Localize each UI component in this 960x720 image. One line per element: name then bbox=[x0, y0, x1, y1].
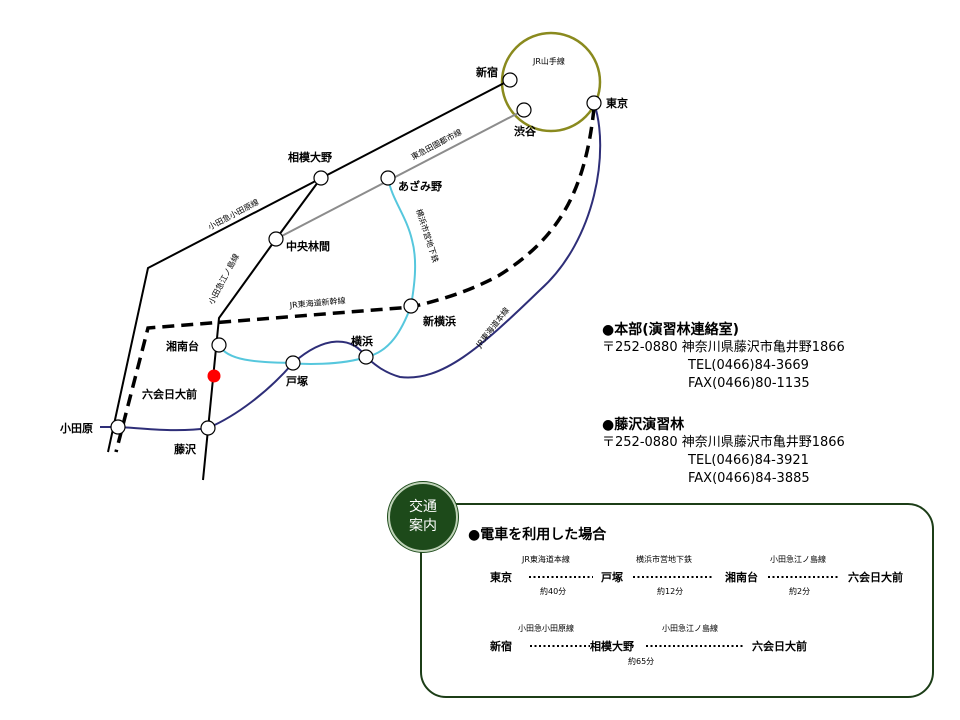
station-yokohama-label: 横浜 bbox=[351, 334, 373, 348]
contact-honbu-address: 〒252-0880 神奈川県藤沢市亀井野1866 bbox=[602, 340, 845, 355]
station-azamino-marker bbox=[380, 170, 396, 186]
tokaido-shinkansen-line bbox=[114, 107, 596, 453]
station-chuo-rinkan-marker bbox=[268, 231, 284, 247]
station-tokyo-marker bbox=[586, 95, 602, 111]
contact-fujisawa-tel: TEL(0466)84-3921 bbox=[688, 453, 809, 468]
station-chuo-rinkan-label: 中央林間 bbox=[286, 239, 330, 253]
station-sagami-ono-label: 相模大野 bbox=[288, 150, 332, 164]
station-totsuka-label: 戸塚 bbox=[286, 374, 308, 388]
traffic-guide-badge-line2: 案内 bbox=[409, 518, 437, 534]
station-totsuka-marker bbox=[285, 355, 301, 371]
contact-fujisawa: ●藤沢演習林 〒252-0880 神奈川県藤沢市亀井野1866 TEL(0466… bbox=[602, 416, 845, 488]
station-shonandai-marker bbox=[211, 337, 227, 353]
contact-honbu-tel: TEL(0466)84-3669 bbox=[688, 358, 809, 373]
station-tokyo-label: 東京 bbox=[606, 96, 628, 110]
traffic-guide-title: ●電車を利用した場合 bbox=[468, 527, 607, 543]
station-shibuya-marker bbox=[516, 102, 532, 118]
station-fujisawa-marker bbox=[200, 420, 216, 436]
station-markers bbox=[110, 72, 602, 436]
station-odawara-label: 小田原 bbox=[59, 421, 93, 435]
tokyu-denentoshi-line bbox=[275, 109, 525, 240]
station-rokkai-nichidai-mae-label: 六会日大前 bbox=[142, 387, 197, 401]
destination-marker bbox=[207, 369, 221, 383]
yokohama-subway-line bbox=[218, 177, 417, 365]
station-shin-yokohama-marker bbox=[403, 298, 419, 314]
contact-fujisawa-address: 〒252-0880 神奈川県藤沢市亀井野1866 bbox=[602, 435, 845, 450]
contact-fujisawa-title: ●藤沢演習林 bbox=[602, 417, 685, 433]
contact-honbu: ●本部(演習林連絡室) 〒252-0880 神奈川県藤沢市亀井野1866 TEL… bbox=[602, 321, 845, 393]
station-shin-yokohama-label: 新横浜 bbox=[423, 314, 456, 328]
station-odawara-marker bbox=[110, 419, 126, 435]
traffic-guide-box bbox=[420, 503, 934, 698]
station-fujisawa-label: 藤沢 bbox=[174, 442, 197, 456]
tokaido-main-line bbox=[100, 102, 602, 432]
station-yokohama-marker bbox=[358, 349, 374, 365]
tokaido-main-line-label: JR東海道本線 bbox=[473, 305, 511, 350]
contact-fujisawa-fax: FAX(0466)84-3885 bbox=[688, 471, 810, 486]
contact-honbu-title: ●本部(演習林連絡室) bbox=[602, 322, 740, 338]
contact-honbu-fax: FAX(0466)80-1135 bbox=[688, 376, 810, 391]
station-azamino-label: あざみ野 bbox=[398, 179, 442, 193]
traffic-guide-badge: 交通 案内 bbox=[388, 482, 458, 552]
tokaido-shinkansen-line-label: JR東海道新幹線 bbox=[288, 295, 346, 310]
station-shinjuku-label: 新宿 bbox=[476, 65, 498, 79]
odakyu-enoshima-line bbox=[202, 177, 322, 481]
odakyu-enoshima-line-label: 小田急江ノ島線 bbox=[206, 252, 241, 306]
yamanote-line-label: JR山手線 bbox=[532, 56, 565, 66]
odakyu-odawara-line bbox=[107, 79, 511, 453]
traffic-guide-badge-line1: 交通 bbox=[409, 499, 437, 515]
station-shinjuku-marker bbox=[502, 72, 518, 88]
station-shonandai-label: 湘南台 bbox=[166, 339, 199, 353]
yamanote-line-loop bbox=[500, 31, 602, 133]
yokohama-subway-line-label: 横浜市営地下鉄 bbox=[414, 208, 441, 264]
station-shibuya-label: 渋谷 bbox=[514, 124, 537, 138]
station-sagami-ono-marker bbox=[313, 170, 329, 186]
